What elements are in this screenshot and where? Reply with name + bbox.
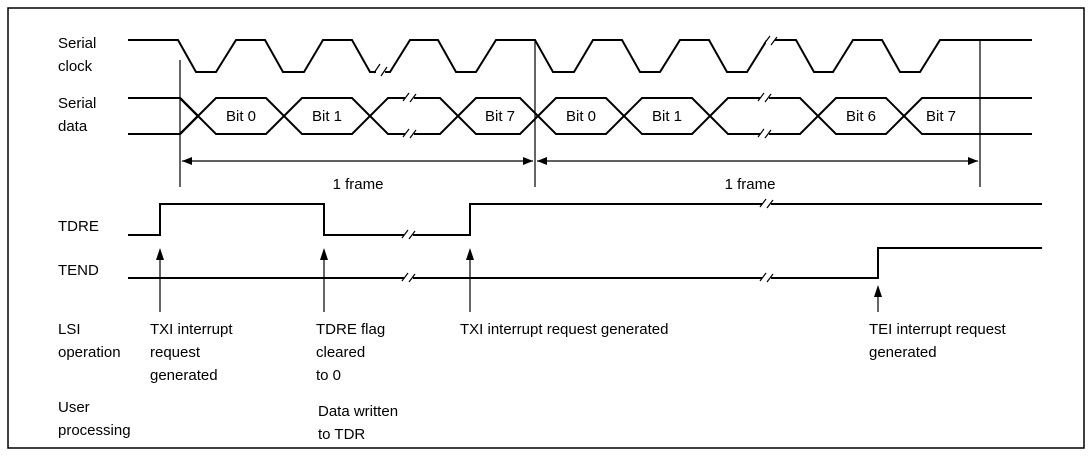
serial-data-label-line2: data: [58, 118, 88, 135]
txi-first-text-line2: request: [150, 344, 201, 361]
frame1-bit1-label: Bit 1: [312, 108, 342, 125]
data-written-text-line2: to TDR: [318, 426, 365, 443]
serial-data-label-line1: Serial: [58, 95, 96, 112]
txi-second-text: TXI interrupt request generated: [460, 321, 668, 338]
lsi-operation-label-line2: operation: [58, 344, 121, 361]
serial-clock-waveform: [128, 39, 1032, 73]
tdre-clear-arrow: [320, 248, 328, 312]
lsi-operation-label-line1: LSI: [58, 321, 81, 338]
tdre-break-mark-2: [759, 198, 774, 209]
tdre-waveform: [128, 203, 1042, 236]
tend-waveform: [128, 247, 1042, 279]
tdre-break-mark-1: [401, 229, 416, 240]
data-written-text-line1: Data written: [318, 403, 398, 420]
tdre-cleared-text-line3: to 0: [316, 367, 341, 384]
frame1-bit0-label: Bit 0: [226, 108, 256, 125]
tei-arrow: [874, 285, 882, 312]
frame1-span-arrow: [182, 157, 533, 165]
frame2-label: 1 frame: [725, 176, 776, 193]
txi-first-text-line3: generated: [150, 367, 218, 384]
tend-label: TEND: [58, 262, 99, 279]
tdre-cleared-text-line2: cleared: [316, 344, 365, 361]
tei-text-line2: generated: [869, 344, 937, 361]
frame2-bit0-label: Bit 0: [566, 108, 596, 125]
diagram-border: [7, 7, 1085, 449]
tend-break-mark-2: [759, 272, 774, 283]
frame1-bit7-label: Bit 7: [485, 108, 515, 125]
frame2-bit6-label: Bit 6: [846, 108, 876, 125]
txi-first-text-line1: TXI interrupt: [150, 321, 233, 338]
user-processing-label-line1: User: [58, 399, 90, 416]
tend-break-mark-1: [401, 272, 416, 283]
frame1-label: 1 frame: [333, 176, 384, 193]
tdre-label: TDRE: [58, 218, 99, 235]
user-processing-label-line2: processing: [58, 422, 131, 439]
frame2-bit7-label: Bit 7: [926, 108, 956, 125]
tdre-cleared-text-line1: TDRE flag: [316, 321, 385, 338]
txi-first-arrow: [156, 248, 164, 312]
serial-clock-break-mark-2: [763, 35, 778, 46]
frame2-span-arrow: [537, 157, 978, 165]
serial-clock-break-mark-1: [373, 63, 388, 77]
serial-data-waveform: [128, 92, 1032, 139]
tei-text-line1: TEI interrupt request: [869, 321, 1007, 338]
serial-clock-label-line1: Serial: [58, 35, 96, 52]
frame2-bit1-label: Bit 1: [652, 108, 682, 125]
serial-clock-label-line2: clock: [58, 58, 93, 75]
txi-second-arrow: [466, 248, 474, 312]
